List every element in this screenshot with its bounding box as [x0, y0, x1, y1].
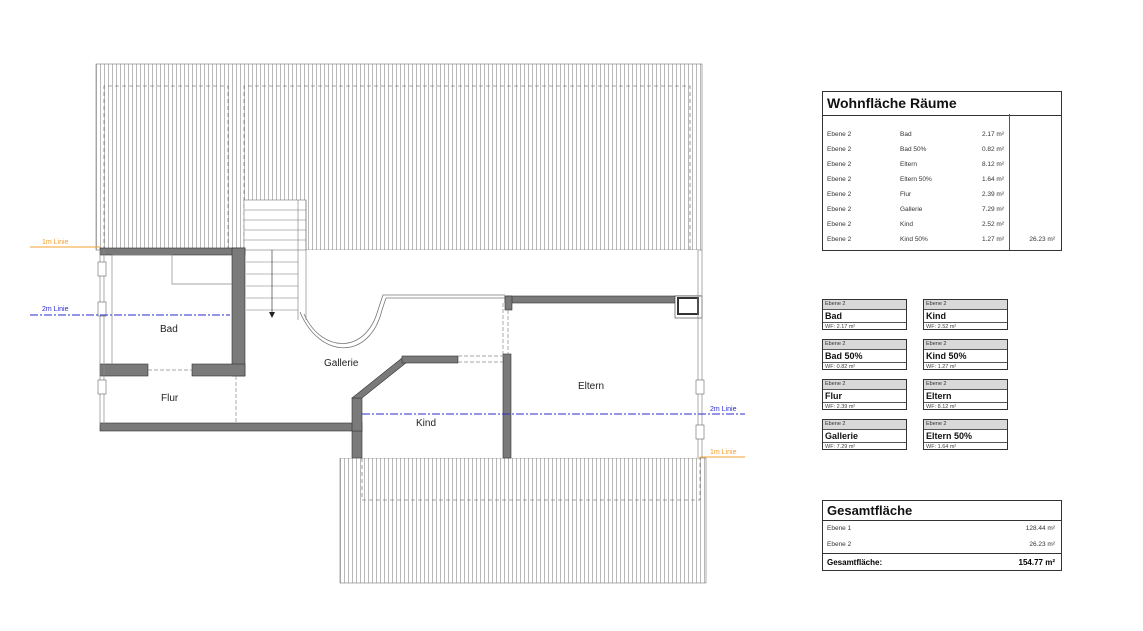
room-stamp-eltern: Ebene 2 Eltern WF: 8.12 m² [923, 379, 1008, 410]
room-stamp-kind-50: Ebene 2 Kind 50% WF: 1.27 m² [923, 339, 1008, 370]
height-lines: 1m Linie 2m Linie 2m Linie 1m Linie [30, 239, 745, 458]
table-row: Ebene 2 Eltern 8.12 m² [827, 161, 1004, 168]
room-stamp-kind: Ebene 2 Kind WF: 2.52 m² [923, 299, 1008, 330]
table-row: Ebene 2 Gallerie 7.29 m² [827, 206, 1004, 213]
room-stamp-bad: Ebene 2 Bad WF: 2.17 m² [822, 299, 907, 330]
two-m-line-label: 2m Linie [42, 306, 69, 313]
walls [99, 247, 703, 459]
room-label-gallerie: Gallerie [324, 358, 359, 369]
room-stamp-flur: Ebene 2 Flur WF: 2.39 m² [822, 379, 907, 410]
table-row: Ebene 2 Kind 2.52 m² [827, 221, 1004, 228]
roof-bottom [339, 457, 707, 584]
thin-walls [99, 250, 703, 458]
room-stamp-bad-50: Ebene 2 Bad 50% WF: 0.82 m² [822, 339, 907, 370]
room-label-flur: Flur [161, 393, 179, 404]
living-area-table: Wohnfläche Räume Ebene 2 Bad 2.17 m² Ebe… [822, 91, 1062, 251]
floor-plan: 1m Linie 2m Linie 2m Linie 1m Linie Bad … [30, 63, 745, 584]
table-row: Ebene 2 Bad 2.17 m² [827, 131, 1004, 138]
area-table-rows: Ebene 2 Bad 2.17 m² Ebene 2 Bad 50% 0.82… [823, 129, 1061, 249]
table-row: Ebene 2 Bad 50% 0.82 m² [827, 146, 1004, 153]
one-m-line-label: 1m Linie [42, 239, 69, 246]
total-area-table: Gesamtfläche Ebene 1 128.44 m² Ebene 2 2… [822, 500, 1062, 571]
table-row: Ebene 2 26.23 m² [827, 541, 1055, 548]
room-stamp-eltern-50: Ebene 2 Eltern 50% WF: 1.64 m² [923, 419, 1008, 450]
table-row: Ebene 2 Eltern 50% 1.64 m² [827, 176, 1004, 183]
two-m-line-label-right: 2m Linie [710, 406, 737, 413]
total-table-title: Gesamtfläche [823, 501, 1061, 521]
table-row: Ebene 1 128.44 m² [827, 525, 1055, 532]
one-m-line-label-right: 1m Linie [710, 449, 737, 456]
room-label-bad: Bad [160, 324, 178, 335]
table-row: Ebene 2 Kind 50% 1.27 m² 26.23 m² [827, 236, 1055, 243]
room-stamp-gallerie: Ebene 2 Gallerie WF: 7.29 m² [822, 419, 907, 450]
roof-top [95, 63, 703, 251]
area-table-title: Wohnfläche Räume [823, 92, 1061, 116]
total-sum-row: Gesamtfläche: 154.77 m² [823, 553, 1061, 572]
stair [243, 199, 307, 320]
room-label-kind: Kind [416, 418, 436, 429]
gallery-railing [299, 297, 505, 348]
eave-lines [103, 85, 701, 501]
table-row: Ebene 2 Flur 2.39 m² [827, 191, 1004, 198]
room-label-eltern: Eltern [578, 381, 604, 392]
